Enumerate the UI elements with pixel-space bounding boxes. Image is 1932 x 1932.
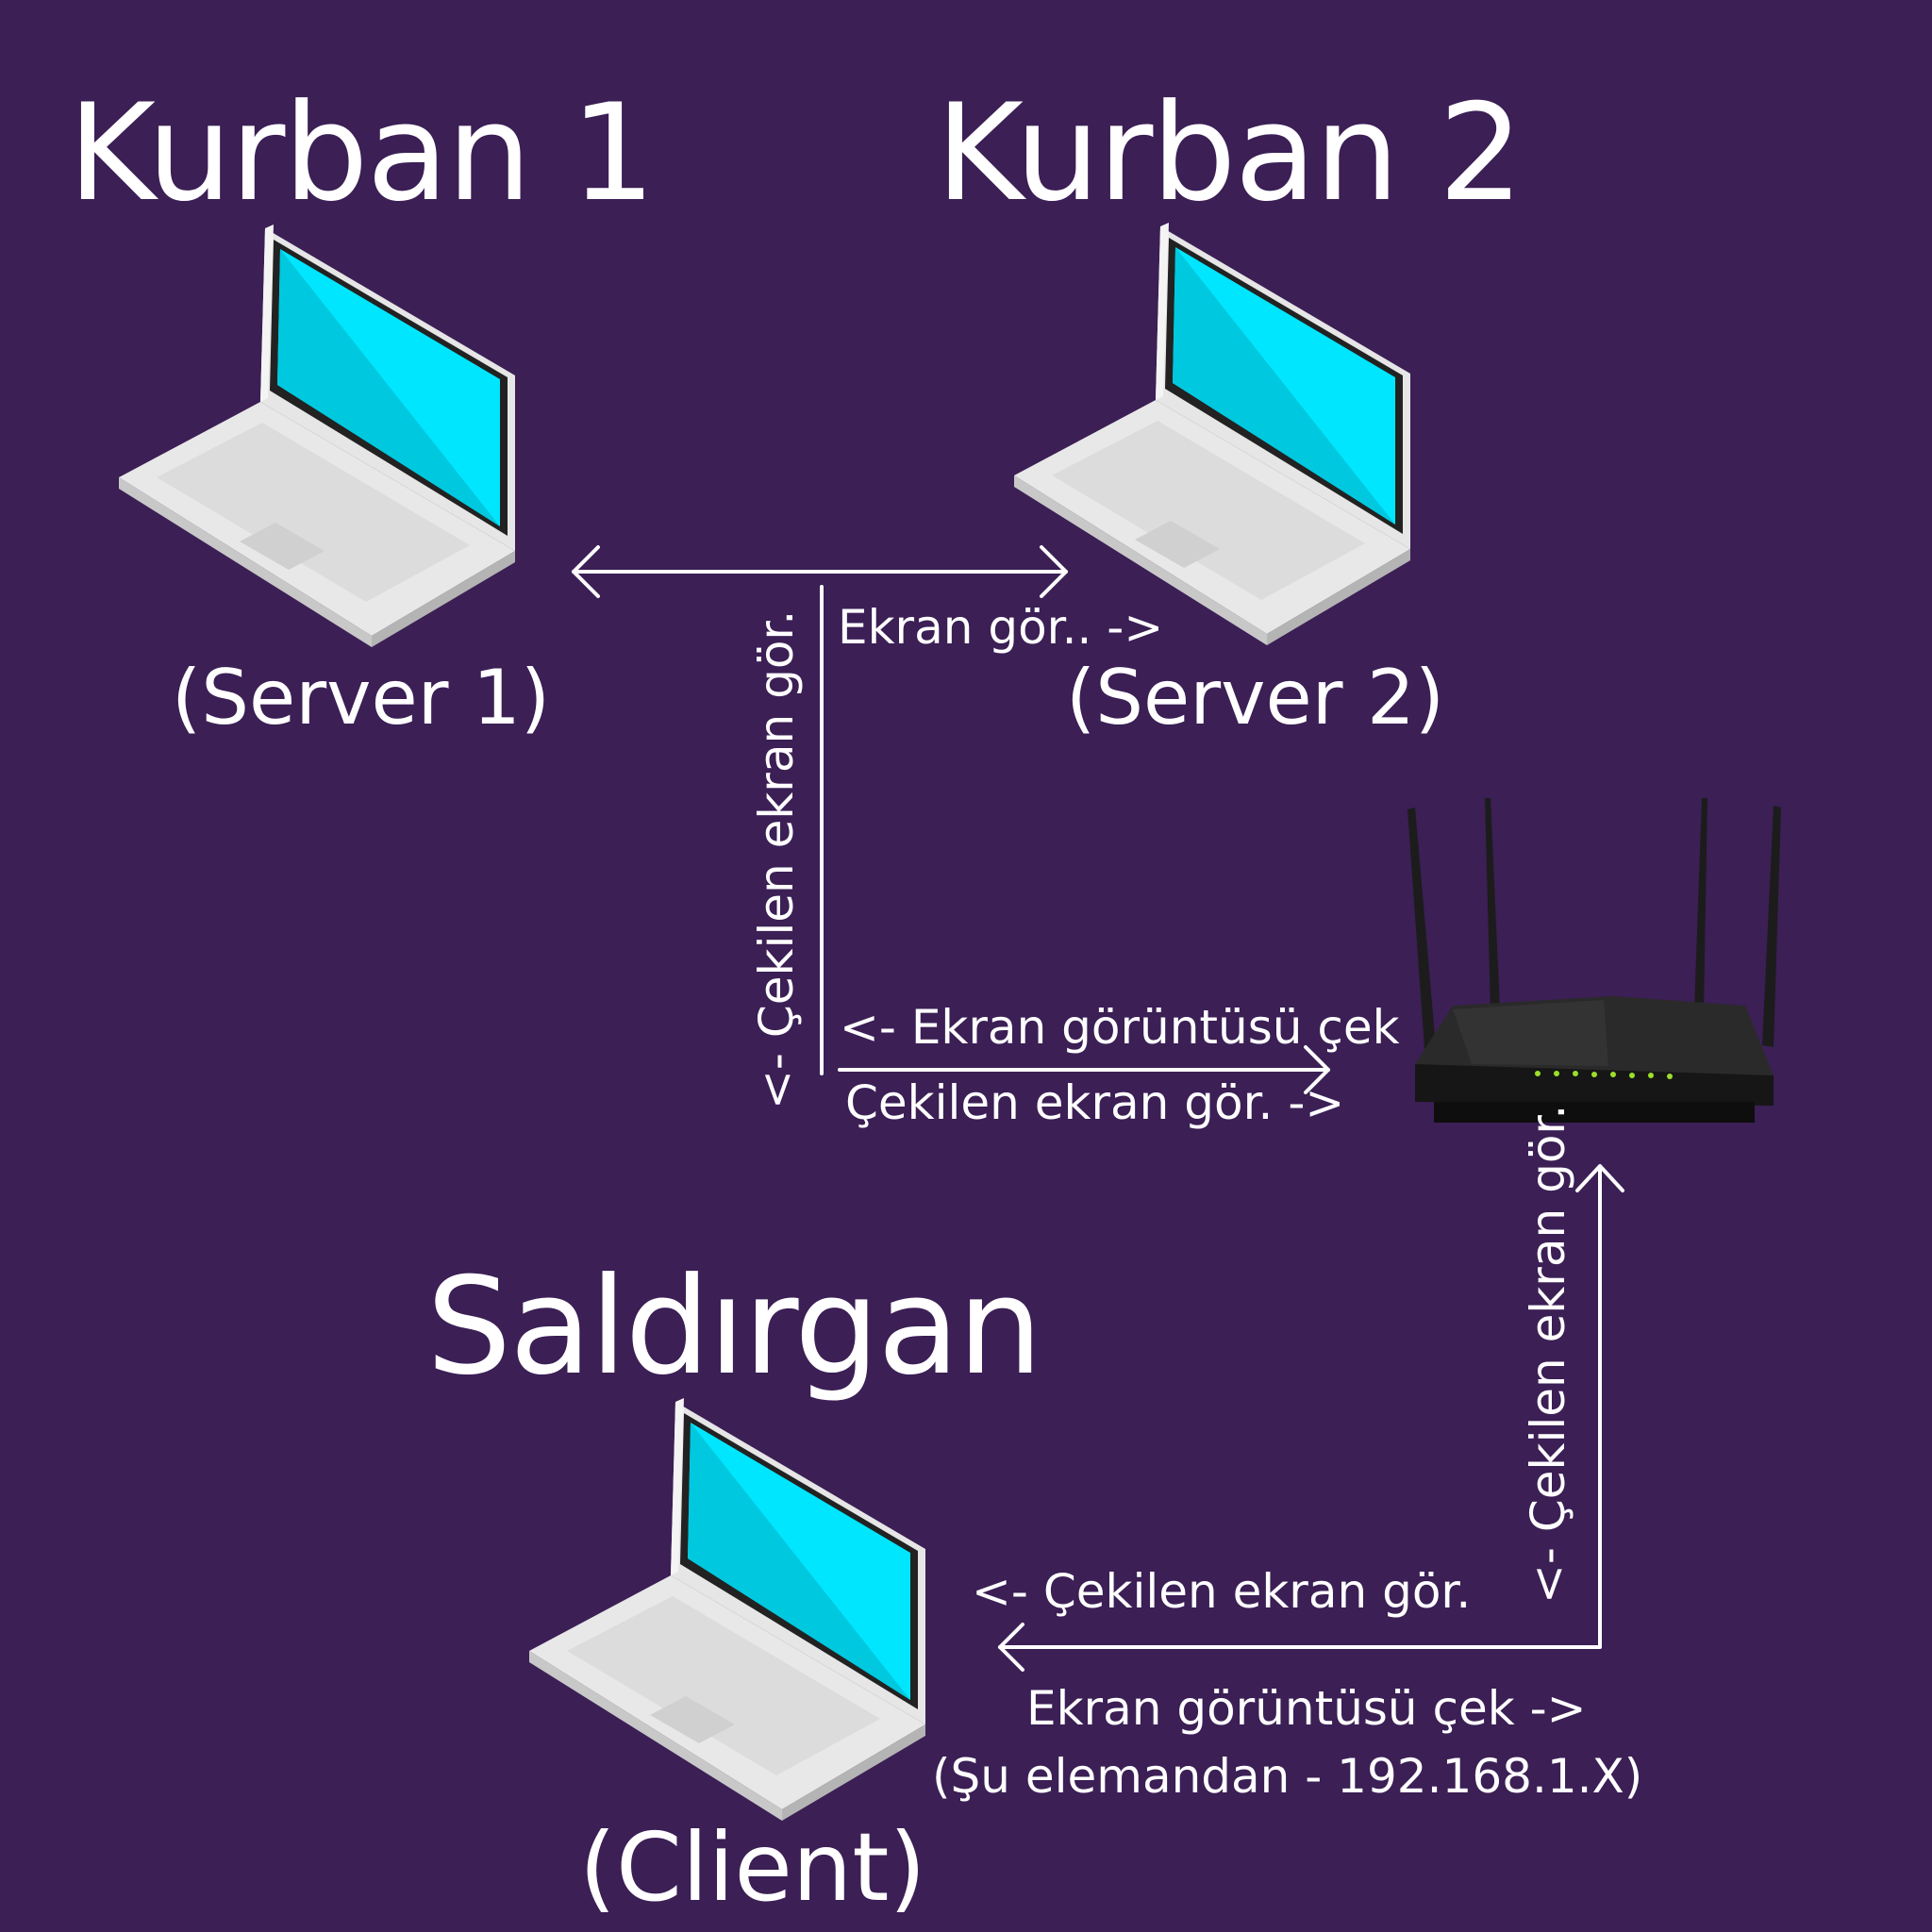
arrow-left-head bbox=[572, 545, 600, 598]
label-client-to-router: Ekran görüntüsü çek -> bbox=[1026, 1681, 1587, 1736]
arrow-right-head bbox=[1040, 545, 1068, 598]
server1-label: (Server 1) bbox=[172, 654, 551, 741]
victim2-title: Kurban 2 bbox=[936, 75, 1524, 231]
server1-laptop-icon bbox=[119, 225, 515, 647]
label-server-to-router: Çekilen ekran gör. -> bbox=[845, 1075, 1345, 1130]
server2-label: (Server 2) bbox=[1066, 654, 1445, 741]
victim1-title: Kurban 1 bbox=[68, 75, 656, 231]
router-icon bbox=[1407, 798, 1781, 1123]
client-label: (Client) bbox=[579, 1812, 926, 1923]
label-router-to-server: <- Ekran görüntüsü çek bbox=[840, 1000, 1400, 1055]
client-laptop-icon bbox=[529, 1398, 925, 1821]
up-arrow-head bbox=[1575, 1164, 1624, 1192]
label-vertical-right: <- Çekilen ekran gör. bbox=[1521, 1104, 1575, 1604]
label-vertical-left: <- Çekilen ekran gör. bbox=[749, 609, 804, 1109]
client-link-line bbox=[998, 1168, 1602, 1649]
label-client-source: (Şu elemandan - 192.168.1.X) bbox=[932, 1749, 1643, 1804]
client-arrow-head bbox=[998, 1623, 1024, 1672]
label-server1-to-server2: Ekran gör.. -> bbox=[838, 600, 1164, 655]
router-arrow-head bbox=[1304, 1045, 1330, 1094]
server2-laptop-icon bbox=[1014, 223, 1410, 645]
attacker-title: Saldırgan bbox=[426, 1249, 1042, 1405]
label-router-to-client: <- Çekilen ekran gör. bbox=[972, 1564, 1472, 1619]
